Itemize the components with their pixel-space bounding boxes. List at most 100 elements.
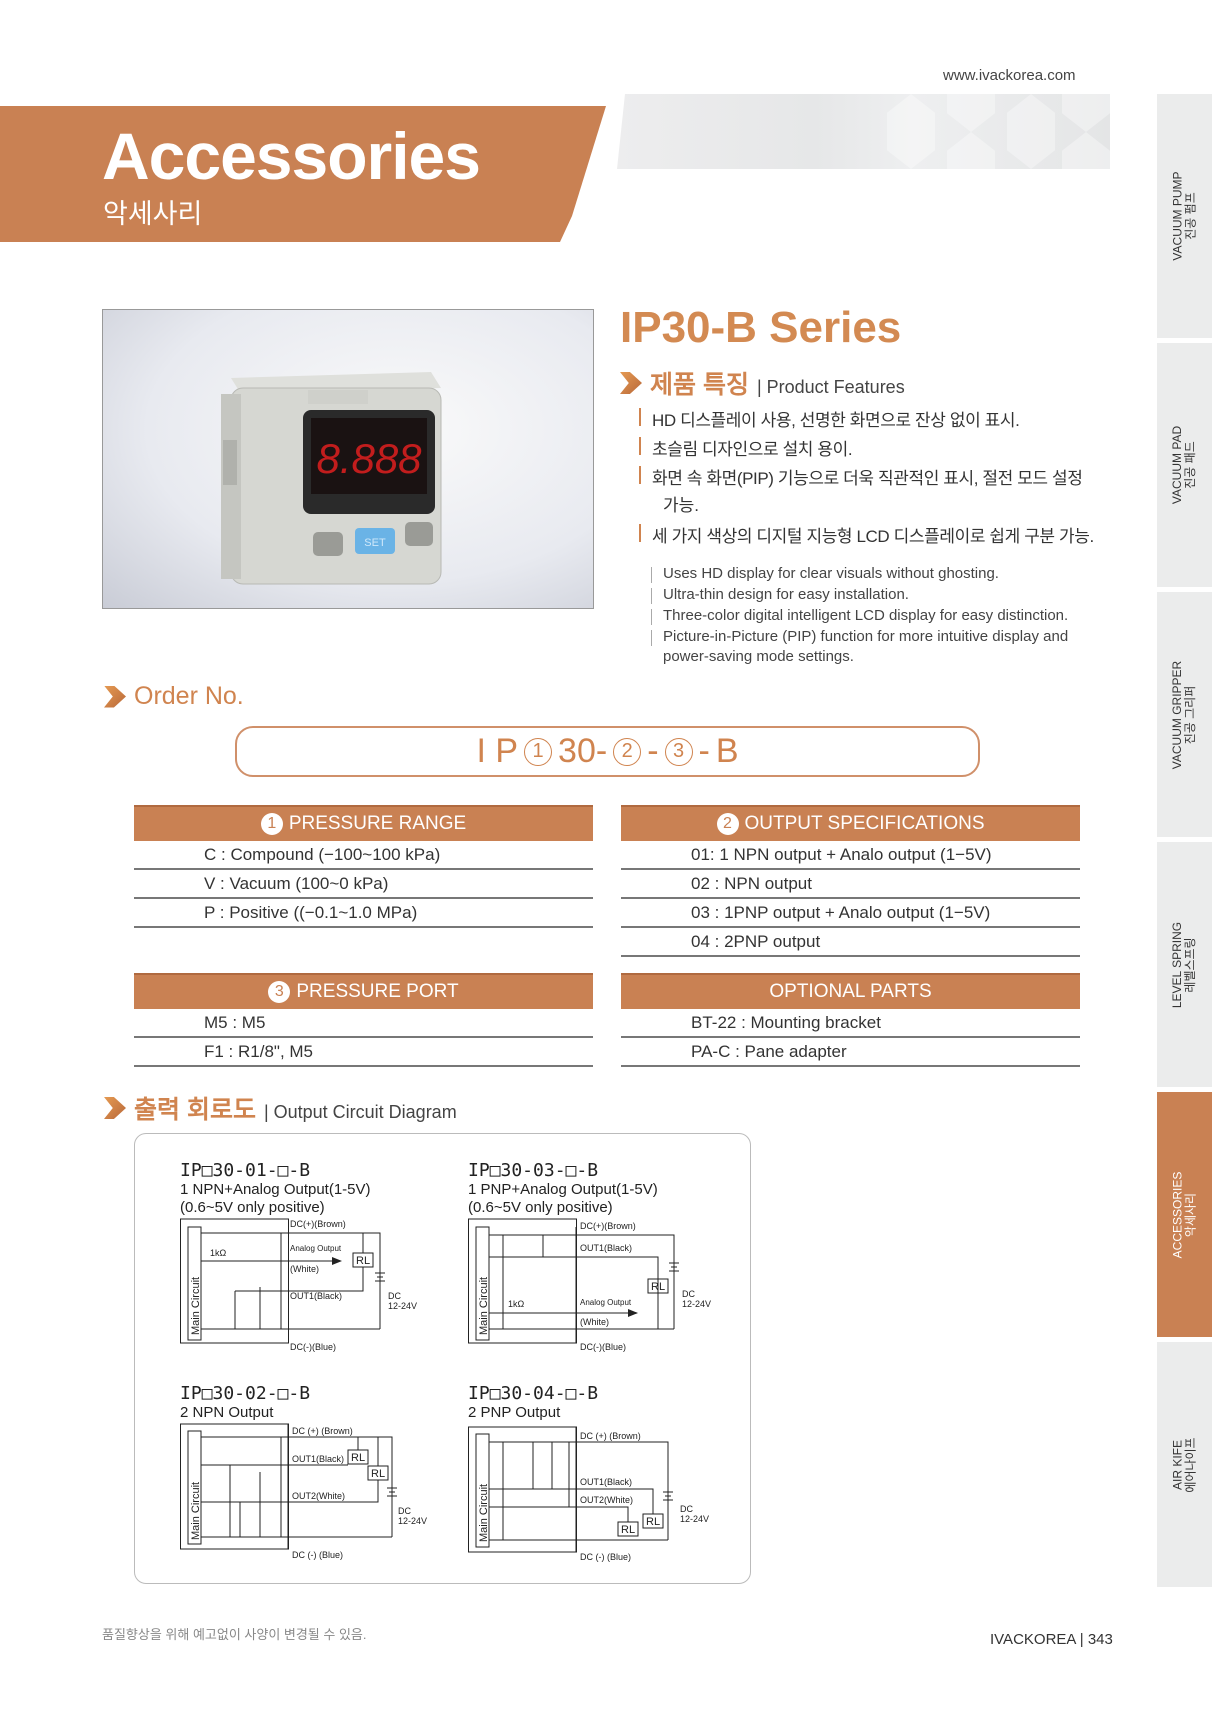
- code-mid: 30-: [558, 732, 608, 770]
- wire-label: Analog Output: [580, 1298, 632, 1307]
- voltage-label: 12-24V: [682, 1299, 711, 1309]
- main-circuit-label: Main Circuit: [478, 1277, 490, 1335]
- main-circuit-label: Main Circuit: [478, 1484, 490, 1542]
- table-header: OUTPUT SPECIFICATIONS: [744, 813, 985, 834]
- chevron-icon: [104, 685, 126, 708]
- wire-label: Analog Output: [290, 1244, 342, 1253]
- wire-label: OUT1(Black): [290, 1291, 342, 1301]
- features-heading: 제품 특징 | Product Features: [620, 365, 905, 401]
- feature-en: Uses HD display for clear visuals withou…: [651, 565, 999, 583]
- display-readout: 8.888: [316, 435, 422, 482]
- tab-label-ko: 에어나이프: [1183, 1436, 1198, 1493]
- circuit-title-ko: 출력 회로도: [134, 1096, 256, 1124]
- wire-label: DC(+)(Brown): [290, 1219, 346, 1229]
- page-subtitle: 악세사리: [103, 199, 203, 229]
- brand-name: IVACKOREA: [990, 1631, 1076, 1648]
- diagram-description: 2 NPN Output: [180, 1404, 274, 1421]
- diagram-description: 1 NPN+Analog Output(1-5V): [180, 1181, 371, 1198]
- feature-en: Ultra-thin design for easy installation.: [651, 586, 909, 604]
- features-title-en: | Product Features: [756, 377, 905, 397]
- page-footer: IVACKOREA | 343: [990, 1631, 1113, 1648]
- order-title: Order No.: [134, 682, 244, 710]
- code-prefix: I P: [476, 732, 519, 770]
- page-title: Accessories: [102, 119, 481, 193]
- wire-label: DC(-)(Blue): [290, 1342, 336, 1352]
- number-badge: 2: [716, 813, 739, 835]
- code-slot-1: 1: [524, 737, 553, 766]
- table-row: F1 : R1/8", M5: [134, 1038, 593, 1067]
- schematic: 1kΩ DC(+)(Brown) OUT1(Black) Analog Outp…: [468, 1218, 711, 1352]
- wire-label: DC (+) (Brown): [292, 1426, 353, 1436]
- table-row: 02 : NPN output: [621, 870, 1080, 899]
- load-label: RL: [646, 1516, 660, 1528]
- tab-label-ko: 악세사리: [1183, 1192, 1198, 1237]
- code-slot-3: 3: [664, 737, 693, 766]
- diagram-model: IP□30-04-□-B: [468, 1383, 599, 1404]
- tab-label-ko: 레벨스프링: [1183, 936, 1198, 993]
- diagram-note: (0.6~5V only positive): [180, 1199, 325, 1216]
- circuit-diagram-npn-analog: IP□30-01-□-B 1 NPN+Analog Output(1-5V) (…: [180, 1160, 450, 1357]
- wire-label: DC(+)(Brown): [580, 1221, 636, 1231]
- table-row: 04 : 2PNP output: [621, 928, 1080, 957]
- series-title: IP30-B Series: [620, 303, 902, 352]
- website-url: www.ivackorea.com: [943, 67, 1076, 84]
- feature-ko: HD 디스플레이 사용, 선명한 화면으로 잔상 없이 표시.: [638, 406, 1020, 431]
- page-number: 343: [1087, 1631, 1113, 1648]
- table-row: C : Compound (−100~100 kPa): [134, 841, 593, 870]
- wire-label: DC (+) (Brown): [580, 1431, 641, 1441]
- set-button-label: SET: [364, 537, 386, 549]
- code-suffix: B: [715, 732, 739, 770]
- wire-label: (White): [290, 1264, 319, 1274]
- wire-label: DC(-)(Blue): [580, 1342, 626, 1352]
- number-badge: 1: [260, 813, 283, 835]
- code-slot-2: 2: [613, 737, 642, 766]
- voltage-label: 12-24V: [388, 1301, 417, 1311]
- chevron-icon: [104, 1097, 126, 1119]
- supply-label: DC: [680, 1504, 693, 1514]
- main-circuit-label: Main Circuit: [190, 1277, 202, 1335]
- load-label: RL: [351, 1452, 365, 1464]
- resistor-label: 1kΩ: [210, 1248, 227, 1258]
- main-circuit-label: Main Circuit: [190, 1482, 202, 1540]
- wire-label: DC (-) (Blue): [292, 1550, 343, 1560]
- table-row: PA-C : Pane adapter: [621, 1038, 1080, 1067]
- code-separator: -: [698, 732, 710, 770]
- feature-ko-continued: 가능.: [663, 496, 700, 515]
- tab-label-ko: 진공 패드: [1183, 441, 1198, 489]
- load-label: RL: [651, 1281, 665, 1293]
- resistor-label: 1kΩ: [508, 1299, 525, 1309]
- circuit-heading: 출력 회로도 | Output Circuit Diagram: [104, 1090, 457, 1126]
- table-header: PRESSURE PORT: [296, 981, 459, 1002]
- feature-en-continued: power-saving mode settings.: [663, 648, 854, 665]
- optional-parts-table: OPTIONAL PARTS BT-22 : Mounting bracket …: [621, 973, 1080, 1067]
- diagram-model: IP□30-01-□-B: [180, 1160, 311, 1181]
- header-banner: [0, 106, 606, 242]
- diagram-model: IP□30-02-□-B: [180, 1383, 311, 1404]
- feature-ko: 화면 속 화면(PIP) 기능으로 더욱 직관적인 표시, 절전 모드 설정: [638, 464, 1083, 489]
- circuit-title-en: | Output Circuit Diagram: [263, 1102, 457, 1122]
- circuit-diagram-2pnp: IP□30-04-□-B 2 PNP Output DC (+) (Brown)…: [468, 1383, 738, 1567]
- circuit-diagram-panel: [134, 1133, 751, 1584]
- decorative-hex-band: [617, 94, 1110, 169]
- features-title-ko: 제품 특징: [650, 371, 749, 399]
- feature-en: Three-color digital intelligent LCD disp…: [650, 607, 1069, 625]
- tab-label: AIR KIFE: [1170, 1439, 1185, 1490]
- order-heading: Order No.: [104, 682, 244, 711]
- wire-label: OUT1(Black): [292, 1454, 344, 1464]
- table-header: OPTIONAL PARTS: [769, 981, 932, 1002]
- wire-label: DC (-) (Blue): [580, 1552, 631, 1562]
- feature-en: Picture-in-Picture (PIP) function for mo…: [650, 628, 1069, 646]
- diagram-note: (0.6~5V only positive): [468, 1199, 613, 1216]
- tab-label-ko: 진공 펌프: [1183, 192, 1198, 240]
- table-row: M5 : M5: [134, 1009, 593, 1038]
- table-row: BT-22 : Mounting bracket: [621, 1009, 1080, 1038]
- diagram-description: 2 PNP Output: [468, 1404, 561, 1421]
